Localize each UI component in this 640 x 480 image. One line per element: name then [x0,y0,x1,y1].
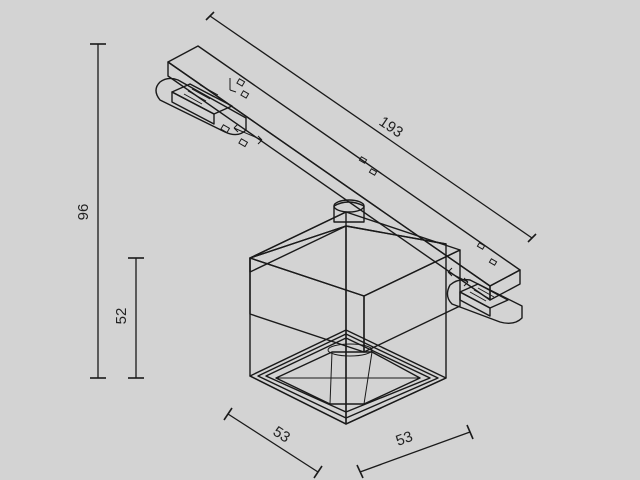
lens [327,343,373,357]
left-end-plate [155,77,247,136]
lens-frame [249,329,447,425]
dimension-track-length: 193 [205,11,537,243]
dimension-head-height: 52 [113,257,144,379]
adapter-markings [220,78,498,287]
width-label: 53 [394,428,415,450]
dimension-total-height: 96 [75,43,106,379]
track-length-label: 193 [376,113,406,141]
track-adapter [155,45,523,325]
head-right-face [363,249,461,353]
total-height-label: 96 [75,204,92,221]
adapter-end-face [489,269,521,301]
right-arrow-icon [447,267,469,287]
dimension-depth: 53 [223,407,323,479]
left-contact-block [171,83,233,125]
left-arrow-icon [233,123,263,145]
head-top-face [249,211,461,297]
head-height-label: 52 [113,308,130,325]
stem [333,199,365,223]
dimension-width: 53 [356,424,474,479]
right-contact-block [459,283,509,317]
depth-label: 53 [270,423,293,446]
adapter-top-face [167,45,521,287]
right-end-plate [446,278,523,325]
